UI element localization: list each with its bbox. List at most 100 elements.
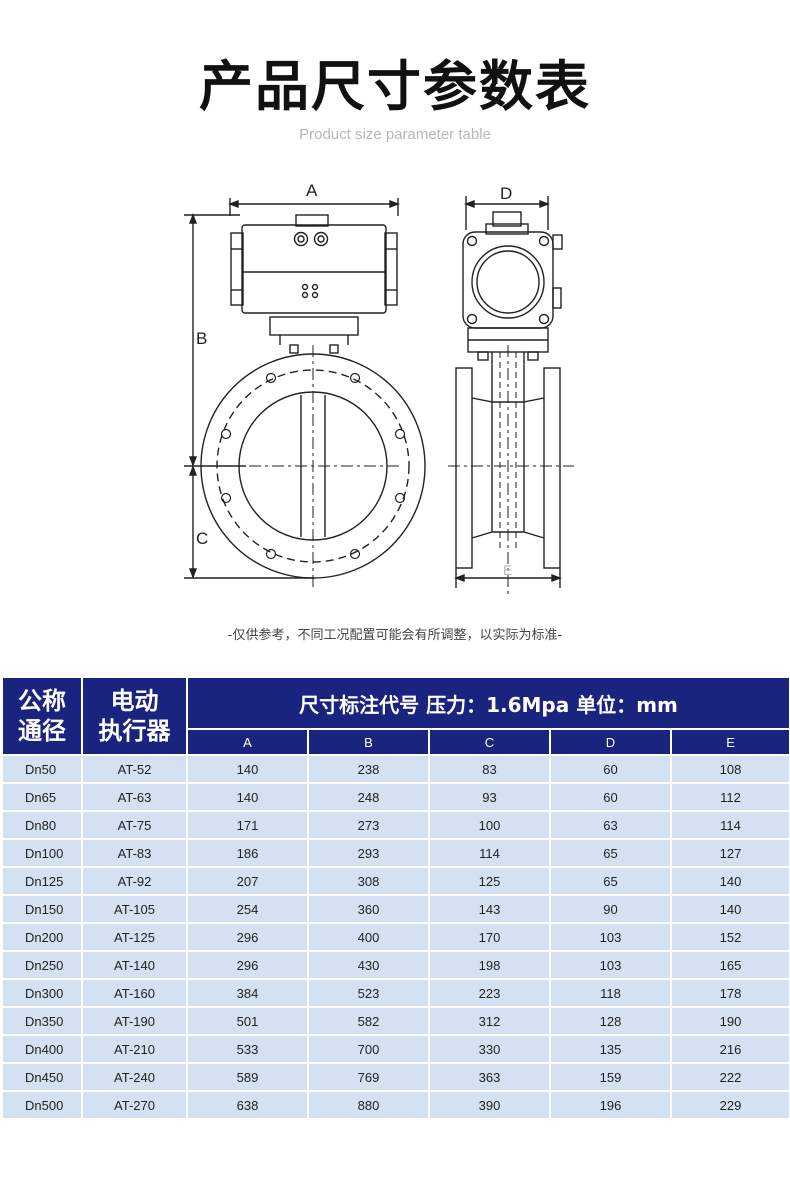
table-cell: 222 — [669, 1062, 790, 1092]
table-cell: Dn500 — [1, 1090, 83, 1120]
table-cell: 65 — [549, 838, 672, 868]
table-cell: 769 — [307, 1062, 430, 1092]
table-cell: 152 — [669, 922, 790, 952]
table-cell: 216 — [669, 1034, 790, 1064]
table-cell: Dn200 — [1, 922, 83, 952]
table-cell: Dn100 — [1, 838, 83, 868]
table-cell: AT-125 — [81, 922, 188, 952]
table-cell: 90 — [549, 894, 672, 924]
table-cell: 207 — [186, 866, 309, 896]
table-cell: Dn50 — [1, 754, 83, 784]
page-title: 产品尺寸参数表 — [199, 55, 591, 118]
page-subtitle: Product size parameter table — [299, 126, 491, 143]
table-cell: 140 — [669, 866, 790, 896]
table-cell: 360 — [307, 894, 430, 924]
table-cell: 143 — [428, 894, 551, 924]
table-cell: AT-190 — [81, 1006, 188, 1036]
table-cell: 127 — [669, 838, 790, 868]
table-cell: 196 — [549, 1090, 672, 1120]
table-cell: 390 — [428, 1090, 551, 1120]
table-cell: 118 — [549, 978, 672, 1008]
table-cell: Dn250 — [1, 950, 83, 980]
table-cell: 363 — [428, 1062, 551, 1092]
table-cell: 178 — [669, 978, 790, 1008]
dimension-label-b: B — [196, 329, 207, 348]
table-cell: 114 — [428, 838, 551, 868]
table-cell: 638 — [186, 1090, 309, 1120]
table-cell: Dn80 — [1, 810, 83, 840]
table-cell: AT-210 — [81, 1034, 188, 1064]
dimension-label-c: C — [196, 529, 208, 548]
table-cell: 400 — [307, 922, 430, 952]
table-cell: 293 — [307, 838, 430, 868]
table-cell: 296 — [186, 950, 309, 980]
table-cell: 229 — [669, 1090, 790, 1120]
table-cell: 296 — [186, 922, 309, 952]
table-cell: 108 — [669, 754, 790, 784]
table-cell: 248 — [307, 782, 430, 812]
table-cell: 254 — [186, 894, 309, 924]
header-col-b: B — [307, 728, 430, 756]
table-cell: AT-75 — [81, 810, 188, 840]
table-cell: AT-52 — [81, 754, 188, 784]
table-cell: AT-63 — [81, 782, 188, 812]
dimension-label-d: D — [500, 184, 512, 203]
table-cell: 880 — [307, 1090, 430, 1120]
table-cell: 103 — [549, 922, 672, 952]
table-cell: 83 — [428, 754, 551, 784]
table-cell: Dn65 — [1, 782, 83, 812]
table-cell: 63 — [549, 810, 672, 840]
dimension-label-a: A — [306, 181, 318, 200]
table-cell: 125 — [428, 866, 551, 896]
table-cell: Dn350 — [1, 1006, 83, 1036]
table-cell: 100 — [428, 810, 551, 840]
table-cell: 430 — [307, 950, 430, 980]
table-cell: AT-83 — [81, 838, 188, 868]
table-cell: Dn300 — [1, 978, 83, 1008]
table-cell: Dn450 — [1, 1062, 83, 1092]
table-cell: 582 — [307, 1006, 430, 1036]
header-col-c: C — [428, 728, 551, 756]
table-cell: 60 — [549, 754, 672, 784]
header-nominal-diameter: 公称 通径 — [1, 676, 83, 756]
table-cell: 65 — [549, 866, 672, 896]
table-cell: 112 — [669, 782, 790, 812]
table-cell: 223 — [428, 978, 551, 1008]
table-cell: 190 — [669, 1006, 790, 1036]
table-cell: 140 — [186, 754, 309, 784]
table-cell: 700 — [307, 1034, 430, 1064]
table-cell: AT-105 — [81, 894, 188, 924]
table-cell: 159 — [549, 1062, 672, 1092]
table-cell: 273 — [307, 810, 430, 840]
reference-note: -仅供参考，不同工况配置可能会有所调整，以实际为标准- — [227, 628, 563, 643]
dimension-label-e: E — [503, 562, 512, 578]
table-cell: AT-160 — [81, 978, 188, 1008]
header-col-e: E — [669, 728, 790, 756]
table-cell: 198 — [428, 950, 551, 980]
header-col-a: A — [186, 728, 309, 756]
table-cell: 140 — [669, 894, 790, 924]
table-cell: 533 — [186, 1034, 309, 1064]
table-cell: Dn400 — [1, 1034, 83, 1064]
table-cell: AT-92 — [81, 866, 188, 896]
table-cell: 523 — [307, 978, 430, 1008]
table-cell: 312 — [428, 1006, 551, 1036]
table-cell: 114 — [669, 810, 790, 840]
table-cell: 165 — [669, 950, 790, 980]
table-cell: 501 — [186, 1006, 309, 1036]
table-cell: 170 — [428, 922, 551, 952]
table-cell: 135 — [549, 1034, 672, 1064]
table-cell: 186 — [186, 838, 309, 868]
table-cell: 60 — [549, 782, 672, 812]
table-cell: AT-240 — [81, 1062, 188, 1092]
table-cell: 103 — [549, 950, 672, 980]
